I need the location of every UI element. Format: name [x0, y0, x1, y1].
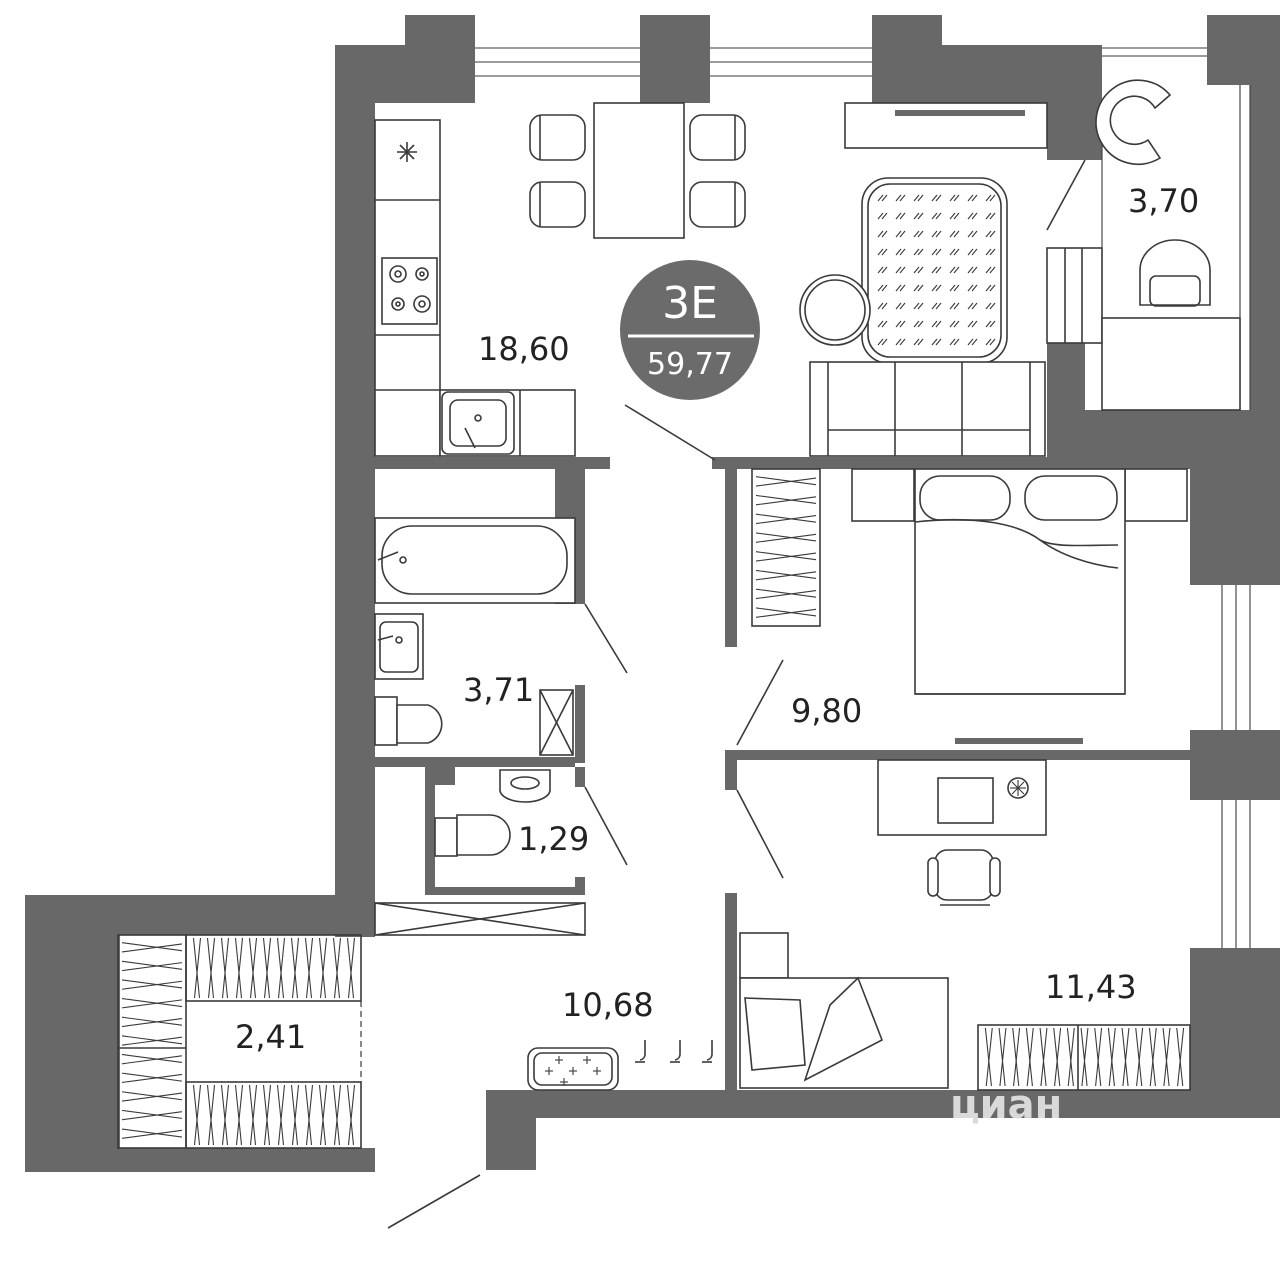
wardrobe-area: 2,41 — [235, 1018, 306, 1056]
dining-set — [529, 102, 746, 239]
walls — [25, 15, 1280, 1172]
apartment-total-area: 59,77 — [647, 347, 733, 382]
coat-hooks — [635, 1040, 713, 1063]
apartment-badge: 3E 59,77 — [620, 260, 760, 400]
toilet-area: 1,29 — [518, 820, 589, 858]
bathroom-fixtures — [374, 517, 576, 756]
second-bedroom-furniture — [739, 759, 1191, 1091]
area-labels: 18,60 3,70 3,71 1,29 9,80 10,68 2,41 11,… — [235, 182, 1199, 1056]
bathroom-area: 3,71 — [463, 671, 534, 709]
kitchen-furniture — [374, 119, 576, 457]
bedroom-area: 9,80 — [791, 692, 862, 730]
tv-stand — [844, 102, 1048, 149]
hallway-furniture — [527, 1040, 713, 1091]
watermark: циан — [950, 1082, 1062, 1128]
kitchen-sink-icon — [441, 391, 515, 455]
door-swings — [387, 159, 1086, 1229]
wardrobe-racks — [117, 934, 362, 1149]
second-bedroom-area: 11,43 — [1045, 968, 1137, 1006]
bedroom-furniture — [751, 468, 1188, 744]
apartment-code: 3E — [662, 278, 718, 329]
watermark-text: циан — [950, 1082, 1062, 1128]
rug-pattern — [877, 194, 996, 346]
cooktop-icon — [381, 257, 438, 325]
kitchen-living-area: 18,60 — [478, 330, 570, 368]
living-area — [799, 177, 1046, 457]
balcony-area: 3,70 — [1128, 182, 1199, 220]
hallway-shelf — [374, 902, 586, 936]
snowflake-icon — [397, 142, 417, 162]
toilet-fixtures — [434, 767, 551, 857]
hallway-area: 10,68 — [562, 986, 654, 1024]
balcony-furniture — [1046, 79, 1241, 411]
